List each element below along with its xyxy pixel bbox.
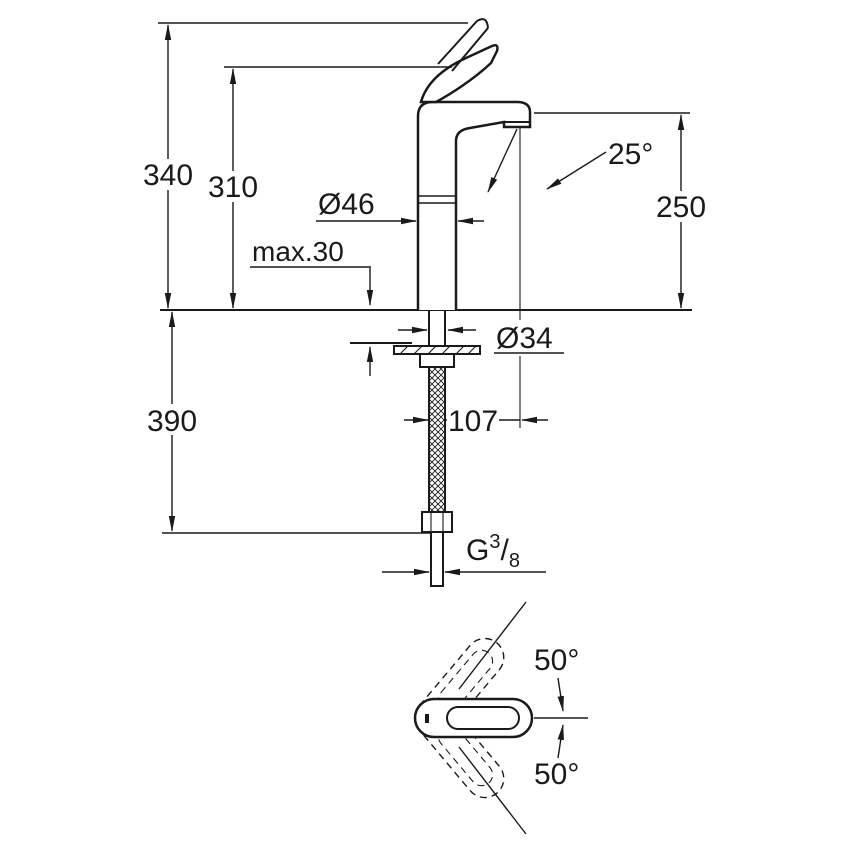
- lever-raised-edge-2: [451, 27, 489, 72]
- dimension-label-max30: max.30: [252, 236, 344, 267]
- label-bg-310: [206, 171, 261, 202]
- thread-prefix: G: [466, 534, 489, 567]
- spout-angle-stream-arrow: [487, 128, 518, 193]
- swivel-upper-inner-outline: [437, 649, 494, 712]
- faucet-top-view-marker-dot: [425, 714, 429, 723]
- label-bg-34: [490, 320, 568, 356]
- thread-slash: /: [500, 534, 509, 567]
- swivel-lower-inner-outline: [437, 724, 494, 787]
- label-bg-107: [447, 404, 499, 435]
- spout-angle-leader: [546, 151, 607, 190]
- thread-denominator: 8: [509, 550, 520, 572]
- hex-nut-facets: [430, 512, 444, 532]
- dimension-label-50deg-upper: 50°: [534, 644, 579, 677]
- side-view-drawing: 340 310 250 Ø46 25° max.30 Ø34: [141, 18, 709, 587]
- label-bg-390: [145, 404, 200, 435]
- dimension-label-390: 390: [147, 405, 197, 438]
- dimension-label-340: 340: [143, 159, 193, 192]
- braided-hose: [428, 366, 446, 513]
- dimension-label-250: 250: [656, 191, 706, 224]
- thread-numerator: 3: [489, 531, 500, 553]
- dimension-label-50deg-lower: 50°: [534, 758, 579, 791]
- dimension-label-34: Ø34: [496, 322, 553, 355]
- swivel-axis-upper-line: [458, 601, 527, 690]
- lever-handle: [419, 43, 499, 104]
- washer-hatching: [399, 345, 477, 355]
- lever-raised-tip-arc: [476, 18, 489, 29]
- faucet-top-view-spout: [446, 706, 520, 730]
- mounting-nut: [419, 353, 455, 368]
- dimension-label-310: 310: [208, 171, 258, 204]
- hose-hex-nut: [421, 511, 453, 533]
- lever-raised-edge-1: [437, 20, 478, 65]
- label-bg-340: [141, 159, 196, 190]
- label-bg-250: [654, 191, 709, 222]
- swivel-arrow-upper: [557, 677, 564, 712]
- connection-tube: [430, 531, 444, 587]
- faucet-body-outline: [416, 100, 532, 310]
- dimension-label-g38: G3/8: [466, 531, 520, 572]
- dimension-label-107: 107: [448, 405, 498, 438]
- swivel-axis-lower-line: [458, 746, 527, 835]
- top-view-drawing: 50° 50°: [413, 601, 588, 835]
- dimension-label-46: Ø46: [318, 188, 375, 221]
- dimension-label-25deg: 25°: [608, 138, 653, 171]
- swivel-arrow-lower: [557, 724, 564, 759]
